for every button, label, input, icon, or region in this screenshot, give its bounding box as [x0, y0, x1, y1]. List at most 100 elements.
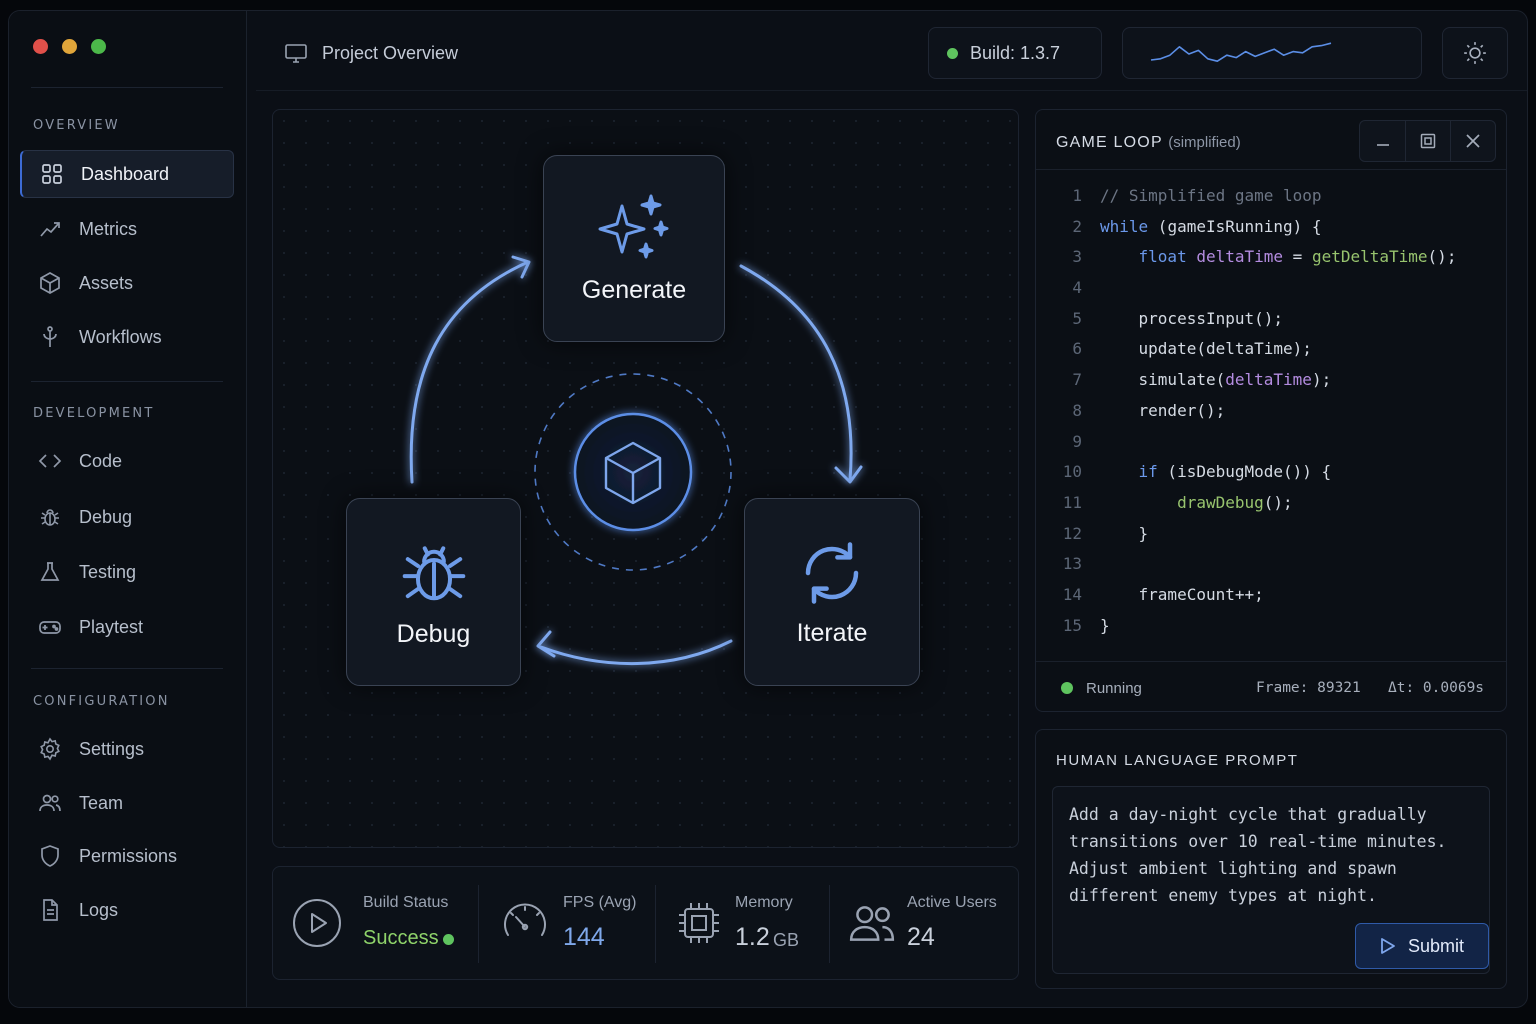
sidebar-item-testing[interactable]: Testing	[20, 548, 234, 596]
close-icon	[1466, 134, 1480, 148]
line-number: 7	[1072, 370, 1082, 390]
stat-value: 144	[563, 923, 605, 951]
sidebar-item-label: Debug	[79, 506, 133, 527]
code-panel: GAME LOOP (simplified) 1// Simplified ga…	[1035, 109, 1507, 712]
sidebar-item-logs[interactable]: Logs	[20, 886, 234, 934]
prompt-text[interactable]: Add a day-night cycle that gradually tra…	[1069, 805, 1447, 905]
stat-unit: GB	[773, 930, 800, 950]
line-source: float deltaTime = getDeltaTime();	[1082, 247, 1457, 278]
sidebar-item-label: Code	[79, 450, 123, 471]
sidebar-item-code[interactable]: Code	[20, 437, 234, 485]
line-number: 14	[1062, 584, 1082, 604]
line-source: update(deltaTime);	[1082, 339, 1312, 370]
line-number: 8	[1072, 400, 1082, 420]
chip-icon	[679, 903, 719, 943]
code-token: // Simplified game loop	[1100, 186, 1322, 205]
prompt-input[interactable]: Add a day-night cycle that gradually tra…	[1052, 786, 1490, 974]
code-token: }	[1100, 523, 1149, 543]
sparkle-icon	[598, 194, 669, 259]
code-line: 3 float deltaTime = getDeltaTime();	[1036, 247, 1456, 278]
line-number: 10	[1062, 462, 1082, 482]
grid-icon	[42, 164, 62, 184]
code-line: 10 if (isDebugMode()) {	[1036, 462, 1456, 493]
line-source: // Simplified game loop	[1082, 186, 1322, 217]
refresh-icon	[805, 541, 859, 604]
code-token: processInput();	[1100, 308, 1284, 328]
maximize-icon	[1420, 133, 1436, 149]
minimize-panel-button[interactable]	[1360, 121, 1405, 161]
sidebar-item-debug[interactable]: Debug	[20, 493, 234, 541]
node-label: Iterate	[796, 618, 868, 647]
code-line: 6 update(deltaTime);	[1036, 339, 1456, 370]
code-token: if	[1138, 462, 1158, 482]
node-label: Generate	[581, 276, 687, 304]
stat-divider	[478, 885, 479, 963]
code-token: deltaTime	[1196, 247, 1284, 267]
maximize-window-button[interactable]	[91, 39, 106, 54]
page-title-text: Project Overview	[322, 42, 459, 63]
play-circle-icon	[293, 899, 341, 947]
line-source: }	[1082, 523, 1149, 555]
trend-icon	[40, 222, 60, 237]
line-source: render();	[1082, 400, 1226, 432]
stat-memory: Memory 1.2 GB	[675, 867, 799, 979]
shield-icon	[41, 845, 59, 867]
stat-active-users: Active Users 24	[847, 867, 997, 979]
theme-toggle-button[interactable]	[1442, 27, 1508, 79]
code-panel-title-text: GAME LOOP	[1056, 134, 1163, 151]
build-badge: Build: 1.3.7	[928, 27, 1102, 79]
play-icon	[1381, 938, 1395, 954]
sidebar-item-label: Workflows	[79, 326, 162, 347]
code-line: 5 processInput();	[1036, 309, 1456, 340]
window-controls	[33, 39, 106, 54]
line-number: 13	[1062, 554, 1082, 574]
sidebar: OVERVIEW Dashboard Metrics Assets Workfl…	[9, 11, 247, 1007]
stat-label: FPS (Avg)	[563, 894, 637, 911]
maximize-panel-button[interactable]	[1405, 121, 1450, 161]
code-line: 11 drawDebug();	[1036, 493, 1456, 524]
sidebar-item-workflows[interactable]: Workflows	[20, 313, 234, 361]
prompt-panel: HUMAN LANGUAGE PROMPT Add a day-night cy…	[1035, 729, 1507, 989]
code-line: 4	[1036, 278, 1456, 309]
page-title: Project Overview	[284, 41, 458, 65]
code-icon	[38, 454, 62, 468]
sidebar-item-dashboard[interactable]: Dashboard	[20, 150, 234, 198]
sidebar-item-assets[interactable]: Assets	[20, 259, 234, 307]
sidebar-divider	[31, 87, 223, 88]
stat-value: 1.2	[735, 923, 770, 951]
code-token: drawDebug	[1177, 492, 1264, 512]
node-iterate[interactable]: Iterate	[744, 498, 920, 686]
cube-icon	[40, 272, 60, 294]
stat-value: 24	[907, 923, 935, 951]
minimize-window-button[interactable]	[62, 39, 77, 54]
node-label: Debug	[396, 619, 471, 648]
bug-icon	[41, 509, 59, 526]
code-token: (gameIsRunning) {	[1148, 216, 1322, 236]
node-debug[interactable]: Debug	[346, 498, 521, 686]
code-token: ();	[1427, 247, 1457, 267]
code-token: );	[1311, 370, 1332, 390]
line-source: drawDebug();	[1082, 493, 1293, 524]
line-number: 2	[1072, 216, 1082, 236]
gamepad-icon	[39, 621, 61, 634]
sidebar-item-metrics[interactable]: Metrics	[20, 205, 234, 253]
stat-build-status: Build Status Success	[291, 867, 454, 979]
sidebar-item-label: Metrics	[79, 218, 137, 239]
code-token: while	[1100, 216, 1149, 236]
sidebar-item-playtest[interactable]: Playtest	[20, 603, 234, 651]
line-number: 6	[1072, 339, 1082, 359]
sidebar-item-permissions[interactable]: Permissions	[20, 832, 234, 880]
top-bar: Project Overview Build: 1.3.7	[256, 11, 1527, 91]
run-status: Running	[1086, 680, 1142, 697]
fork-icon	[43, 326, 57, 347]
flask-icon	[40, 562, 60, 581]
submit-button[interactable]: Submit	[1355, 923, 1489, 969]
sidebar-item-team[interactable]: Team	[20, 779, 234, 827]
close-window-button[interactable]	[33, 39, 48, 54]
close-panel-button[interactable]	[1450, 121, 1495, 161]
sidebar-item-settings[interactable]: Settings	[20, 725, 234, 773]
node-generate[interactable]: Generate	[543, 155, 725, 342]
hub-orbit	[534, 373, 732, 571]
code-token: render();	[1100, 400, 1226, 420]
